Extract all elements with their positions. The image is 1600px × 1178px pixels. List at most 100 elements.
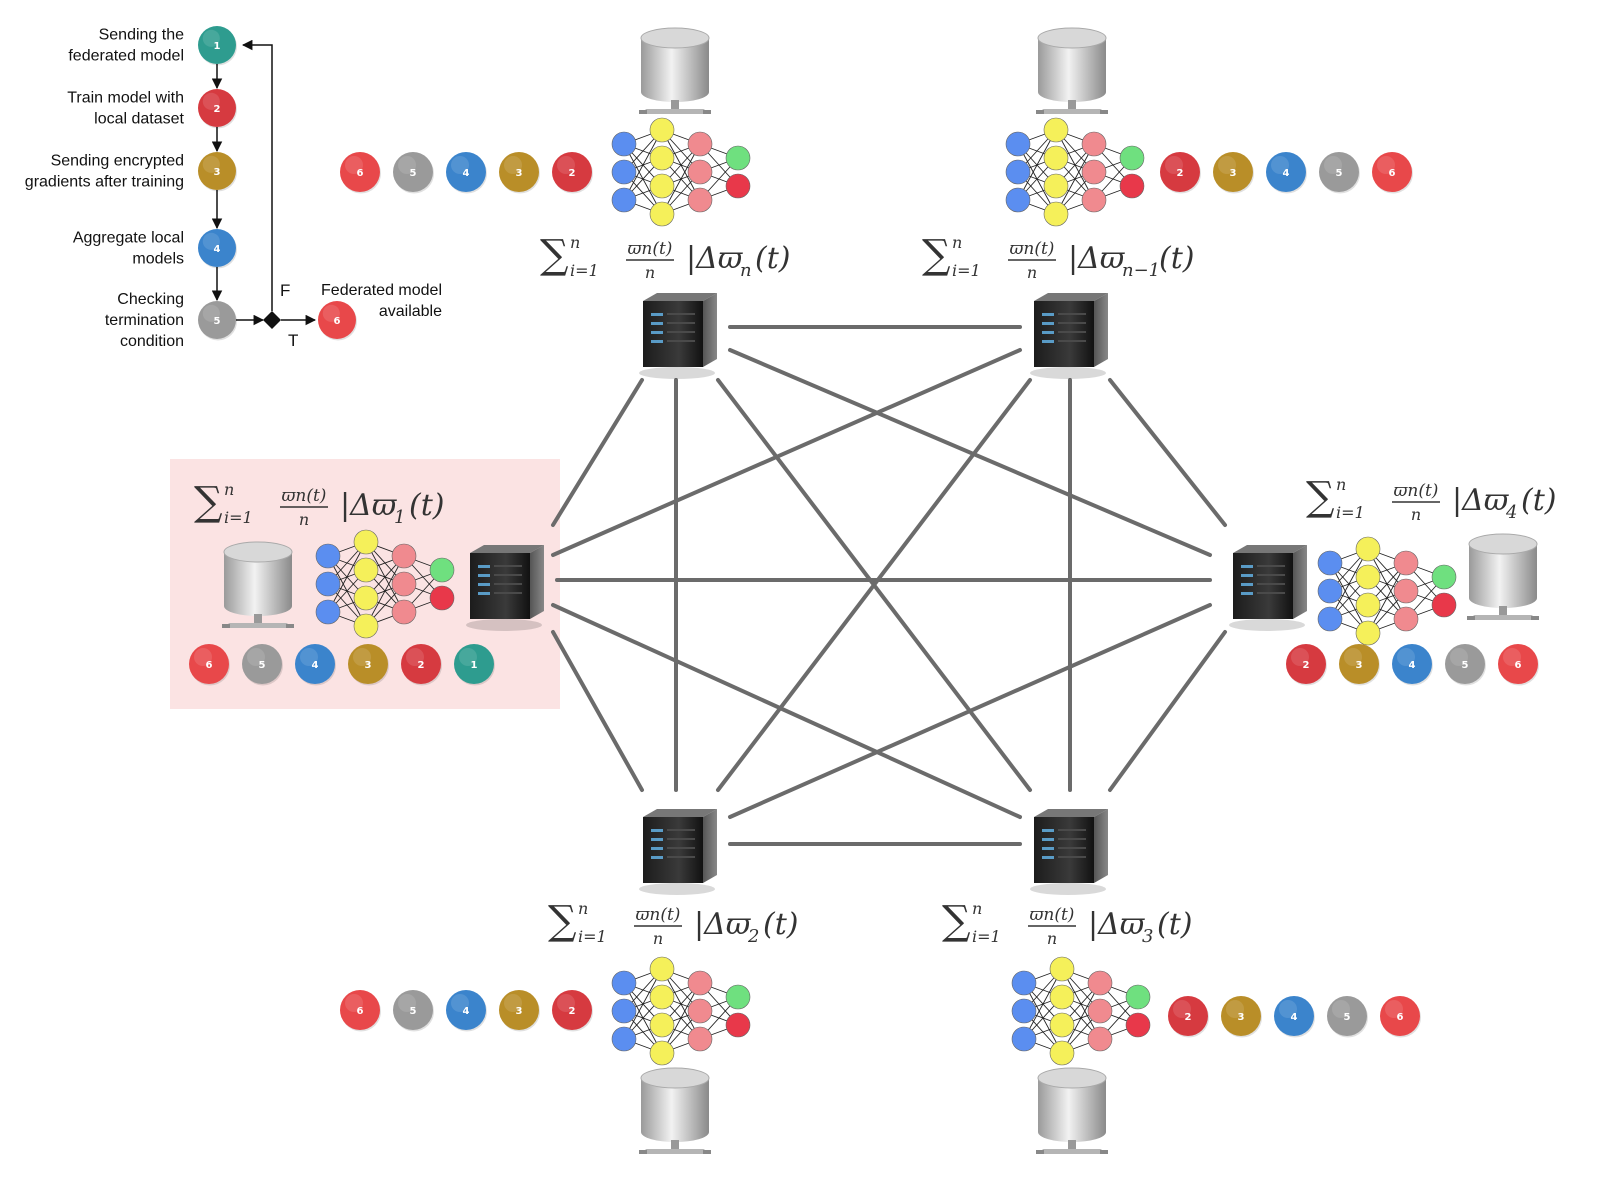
delta-term: |Δϖ	[1068, 241, 1126, 276]
legend-step-5-label: condition	[120, 333, 184, 350]
delta-term: |Δϖ	[686, 241, 744, 276]
step-number: 6	[1397, 1012, 1404, 1023]
node-step-3-badge: 3	[1339, 644, 1380, 686]
delta-index: n−1	[1122, 260, 1160, 281]
legend-step-1-label: Sending the	[99, 27, 185, 44]
branch-false-label: F	[280, 281, 290, 300]
legend-step-1-badge: 1	[198, 26, 237, 66]
legend-step-4-badge: 4	[198, 229, 237, 269]
legend-step-5-label: termination	[105, 312, 184, 329]
delta-index: n	[740, 260, 752, 281]
node-step-5-badge: 5	[1327, 996, 1368, 1038]
node-step-4-badge: 4	[1266, 152, 1307, 194]
delta-index: 3	[1142, 926, 1153, 947]
delta-time: (t)	[1159, 241, 1194, 276]
peer-link	[728, 348, 1212, 557]
step-number: 6	[1515, 660, 1522, 671]
node-4-formula: ∑ni=1ϖn(t)n|Δϖ4(t)	[1306, 474, 1556, 524]
step-number: 2	[569, 168, 576, 179]
step-number: 1	[214, 41, 221, 52]
legend-step-4-label: Aggregate local	[73, 230, 184, 247]
node-3-server-icon	[1030, 809, 1108, 895]
step-number: 6	[334, 316, 341, 327]
peer-link	[551, 603, 1022, 819]
node-step-3-badge: 3	[348, 644, 389, 686]
node-3-formula: ∑ni=1ϖn(t)n|Δϖ3(t)	[942, 898, 1192, 948]
sum-upper-bound: n	[1336, 475, 1346, 494]
network-links	[551, 325, 1227, 846]
fraction-numerator: ϖn(t)	[628, 239, 673, 259]
node-n-server-icon	[639, 293, 717, 379]
node-step-4-badge: 4	[1274, 996, 1315, 1038]
node-4-database-icon	[1467, 533, 1539, 620]
fraction-denominator: n	[1411, 505, 1421, 524]
sum-lower-bound: i=1	[1336, 503, 1365, 522]
node-step-6-badge: 6	[189, 644, 230, 686]
legend-step-2-badge: 2	[198, 89, 237, 129]
sum-symbol: ∑	[942, 898, 971, 944]
sum-symbol: ∑	[922, 232, 951, 278]
node-step-2-badge: 2	[401, 644, 442, 686]
node-step-4-badge: 4	[1392, 644, 1433, 686]
node-1-database-icon	[222, 541, 294, 628]
step-number: 3	[365, 660, 372, 671]
sum-symbol: ∑	[548, 898, 577, 944]
node-step-3-badge: 3	[1213, 152, 1254, 194]
fraction-numerator: ϖn(t)	[282, 486, 327, 506]
node-step-2-badge: 2	[1160, 152, 1201, 194]
node-2-database-icon	[639, 1067, 711, 1154]
step-number: 5	[214, 316, 221, 327]
sum-lower-bound: i=1	[578, 927, 607, 946]
node-n-minus-1-network-icon	[1005, 117, 1145, 227]
peer-link	[551, 348, 1022, 557]
delta-time: (t)	[755, 241, 790, 276]
node-step-3-badge: 3	[1221, 996, 1262, 1038]
node-n-database-icon	[639, 27, 711, 114]
node-2-formula: ∑ni=1ϖn(t)n|Δϖ2(t)	[548, 898, 798, 948]
node-step-3-badge: 3	[499, 990, 540, 1032]
legend-step-3-label: gradients after training	[25, 174, 184, 191]
legend-step-3-badge: 3	[198, 152, 237, 192]
fraction-denominator: n	[1047, 929, 1057, 948]
node-step-5-badge: 5	[1445, 644, 1486, 686]
legend-step-2-label: local dataset	[94, 111, 184, 128]
delta-time: (t)	[1157, 907, 1192, 942]
node-step-6-badge: 6	[340, 152, 381, 194]
legend-step-4-label: models	[132, 251, 184, 268]
node-n-minus-1-database-icon	[1036, 27, 1108, 114]
node-step-2-badge: 2	[1286, 644, 1327, 686]
step-number: 3	[1230, 168, 1237, 179]
step-number: 3	[516, 168, 523, 179]
step-number: 2	[1185, 1012, 1192, 1023]
peer-link	[1108, 378, 1227, 527]
step-number: 6	[357, 168, 364, 179]
sum-lower-bound: i=1	[570, 261, 599, 280]
step-number: 6	[206, 660, 213, 671]
delta-time: (t)	[409, 488, 444, 523]
step-number: 5	[1344, 1012, 1351, 1023]
sum-upper-bound: n	[224, 480, 234, 499]
node-3-database-icon	[1036, 1067, 1108, 1154]
peer-link	[1108, 630, 1227, 792]
delta-term: |Δϖ	[1452, 483, 1510, 518]
node-step-2-badge: 2	[552, 990, 593, 1032]
step-number: 5	[1462, 660, 1469, 671]
step-number: 4	[214, 244, 221, 255]
sum-upper-bound: n	[570, 233, 580, 252]
step-number: 6	[1389, 168, 1396, 179]
node-step-5-badge: 5	[393, 990, 434, 1032]
sum-lower-bound: i=1	[952, 261, 981, 280]
node-1-server-icon	[466, 545, 544, 631]
node-step-1-badge: 1	[454, 644, 495, 686]
fraction-numerator: ϖn(t)	[1010, 239, 1055, 259]
legend-step-2-label: Train model with	[67, 90, 184, 107]
legend-step-3-label: Sending encrypted	[51, 153, 184, 170]
